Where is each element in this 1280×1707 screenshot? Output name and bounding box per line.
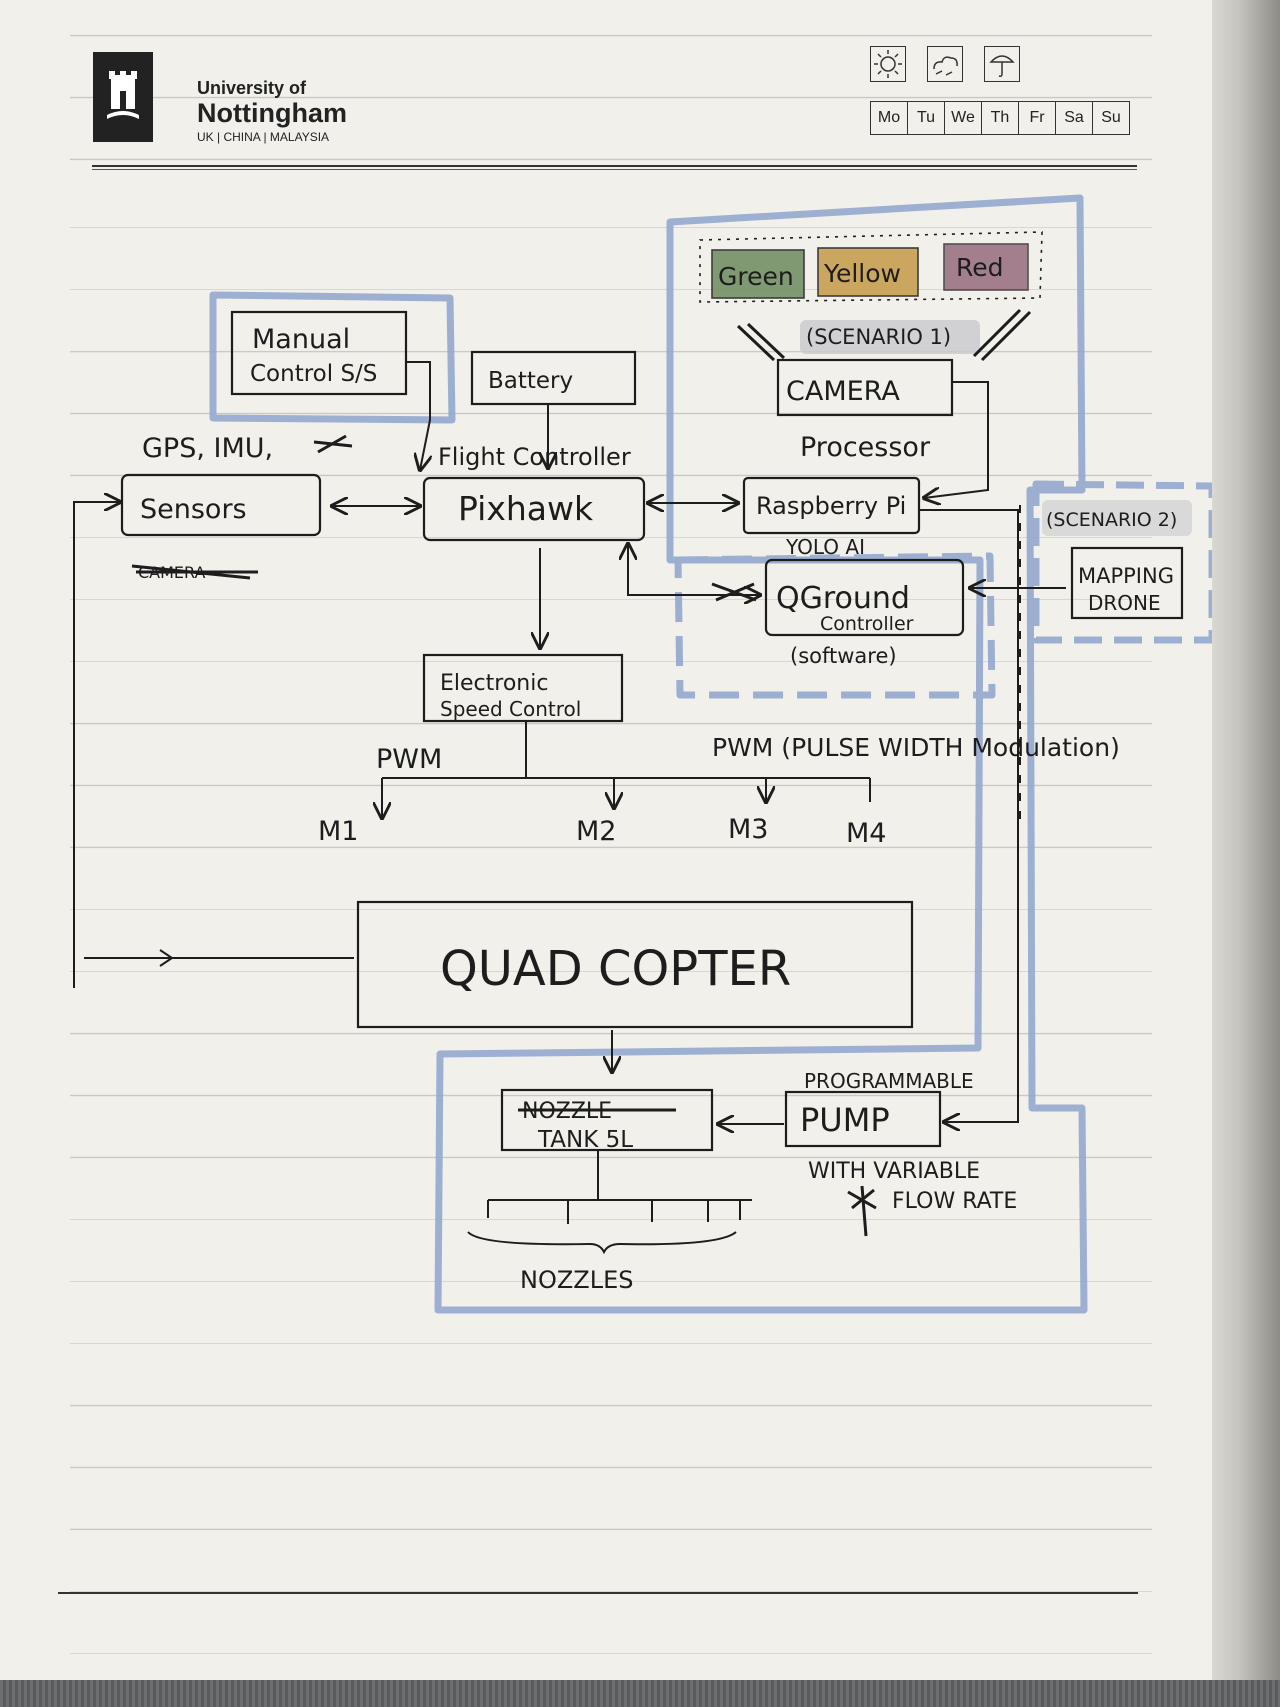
weekday-we: We	[945, 102, 982, 134]
pwm-label: PWM	[376, 744, 442, 775]
university-sub-text: UK | CHINA | MALAYSIA	[197, 130, 330, 144]
notebook-binding	[0, 1680, 1280, 1707]
green-label: Green	[718, 262, 794, 291]
qground-label-1: QGround	[776, 581, 910, 616]
variable-flow-label-1: WITH VARIABLE	[808, 1159, 980, 1184]
qground-box	[764, 558, 965, 637]
red-label: Red	[956, 253, 1004, 282]
processor-label: Processor	[800, 432, 931, 463]
cloud-icon	[927, 46, 963, 82]
castle-icon	[107, 71, 139, 119]
weekday-su: Su	[1101, 109, 1121, 126]
qground-software-label: (software)	[790, 644, 897, 668]
nozzles-brace	[467, 1231, 737, 1255]
qground-label-2: Controller	[820, 613, 914, 635]
flight-controller-label: Flight Controller	[438, 443, 631, 471]
yolo-ai-label: YOLO AI	[785, 535, 865, 559]
bottom-rule	[58, 1592, 1138, 1594]
qground-dashed-highlight	[674, 552, 996, 699]
weekday-sa: Sa	[1056, 102, 1093, 134]
page-edge	[1212, 0, 1280, 1707]
university-main-text: Nottingham	[197, 98, 347, 128]
quadcopter-label: QUAD COPTER	[440, 941, 791, 997]
programmable-label: PROGRAMMABLE	[804, 1069, 974, 1093]
header-rule-thin	[92, 169, 1137, 170]
camera-struck-label: CAMERA	[138, 563, 206, 582]
red-swatch	[943, 243, 1029, 291]
tank-box	[500, 1088, 714, 1152]
scenario2-label: (SCENARIO 2)	[1046, 509, 1177, 531]
pwm-bus	[382, 721, 870, 779]
scribble-qground	[711, 582, 757, 602]
university-logo	[93, 52, 153, 142]
yellow-swatch	[817, 247, 919, 297]
pump-box	[784, 1090, 942, 1148]
sun-icon	[870, 46, 906, 82]
esc-box	[422, 653, 624, 723]
manual-control-box	[230, 310, 408, 396]
raspberry-pi-label: Raspberry Pi	[756, 492, 906, 520]
scenario1-label-bg	[800, 320, 980, 354]
weekday-th: Th	[982, 102, 1019, 134]
scribble-flow	[847, 1185, 877, 1237]
battery-label: Battery	[488, 368, 573, 394]
manual-control-label-1: Manual	[252, 324, 350, 355]
notebook-page: University of Nottingham UK | CHINA | MA…	[0, 0, 1212, 1680]
pixhawk-label: Pixhawk	[458, 489, 594, 528]
raspberry-to-pump-line	[920, 509, 1019, 1122]
gps-imu-label: GPS, IMU,	[142, 433, 273, 464]
scenario1-highlight	[434, 194, 1088, 1314]
tank-label: TANK 5L	[537, 1127, 633, 1153]
camera-to-raspberry-arrow	[924, 381, 989, 498]
scenario1-label: (SCENARIO 1)	[806, 325, 951, 349]
scenario1-hatch-left	[736, 322, 786, 362]
mapping-drone-box	[1070, 546, 1184, 620]
pixhawk-box	[422, 476, 646, 542]
camera-label: CAMERA	[786, 376, 900, 407]
camera-box	[776, 358, 954, 417]
nozzles-label: NOZZLES	[520, 1266, 634, 1294]
scenario2-label-bg	[1042, 500, 1192, 536]
manual-to-pixhawk-arrow	[406, 361, 430, 470]
scenario1-hatch-right	[972, 308, 1032, 362]
university-top-text: University of	[197, 78, 307, 98]
raspberry-pi-box	[742, 476, 921, 535]
weekday-mo: Mo	[871, 102, 908, 134]
mapping-drone-label-2: DRONE	[1088, 591, 1161, 615]
feedback-loop	[73, 502, 120, 988]
pump-label: PUMP	[800, 1101, 890, 1139]
mapping-drone-label-1: MAPPING	[1078, 564, 1174, 588]
green-swatch	[711, 249, 805, 299]
system-diagram: Manual Control S/S Battery GPS, IMU, Sen…	[73, 194, 1212, 1314]
m2-label: M2	[576, 816, 616, 847]
university-name: University of Nottingham UK | CHINA | MA…	[197, 78, 347, 146]
nozzle-struck-label: NOZZLE	[522, 1099, 612, 1124]
scribble-sensor	[313, 434, 353, 454]
nozzle-drops	[487, 1200, 741, 1224]
pwm-full-label: PWM (PULSE WIDTH Modulation)	[712, 733, 1120, 762]
weekday-tu: Tu	[908, 102, 945, 134]
header-rule	[92, 165, 1137, 167]
quadcopter-box	[356, 900, 914, 1029]
camera-strike	[131, 564, 258, 580]
tank-outlet	[488, 1150, 752, 1201]
m1-label: M1	[318, 816, 358, 847]
sensors-label: Sensors	[140, 494, 247, 525]
manual-control-label-2: Control S/S	[250, 361, 377, 387]
weekday-selector: Mo Tu We Th Fr Sa Su	[870, 101, 1130, 135]
sensors-box	[120, 473, 322, 537]
m4-label: M4	[846, 818, 886, 849]
manual-control-highlight	[209, 291, 456, 424]
pixhawk-qground-arrow	[628, 544, 760, 595]
battery-box	[470, 350, 637, 406]
esc-label-2: Speed Control	[440, 697, 581, 721]
m3-label: M3	[728, 814, 768, 845]
weekday-fr: Fr	[1019, 102, 1056, 134]
variable-flow-label-2: FLOW RATE	[892, 1189, 1017, 1214]
umbrella-icon	[984, 46, 1020, 82]
yellow-label: Yellow	[823, 259, 901, 288]
esc-label-1: Electronic	[440, 671, 548, 696]
